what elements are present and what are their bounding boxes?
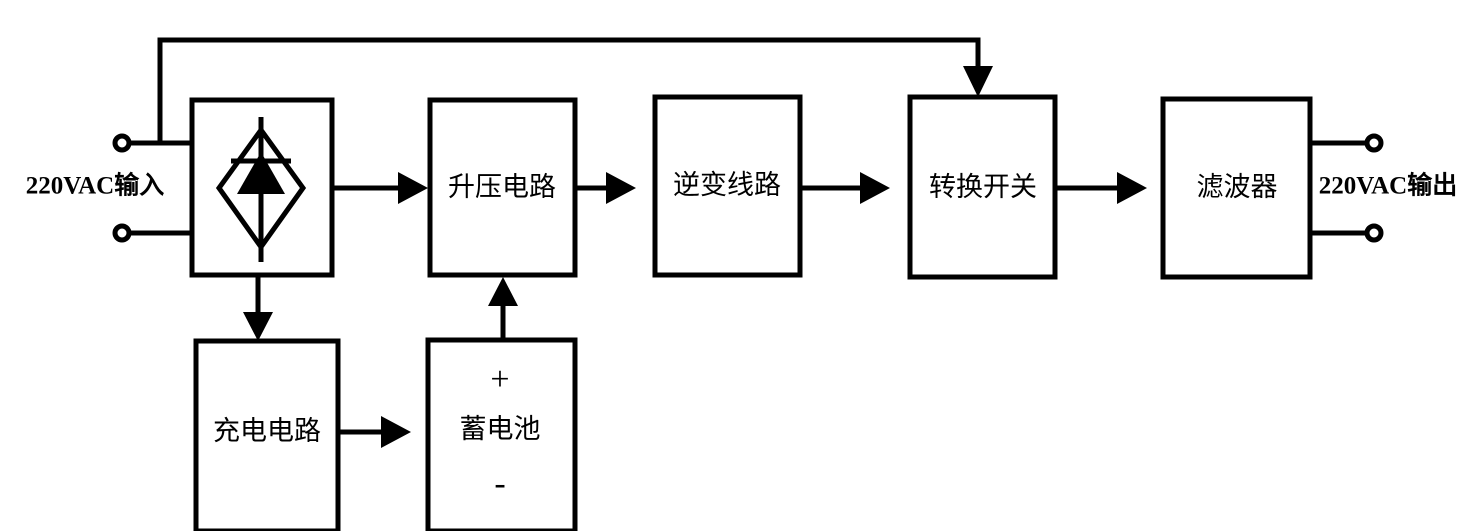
battery-minus-symbol: -: [494, 465, 505, 502]
connection-boost-to-inverter: [577, 172, 636, 204]
connection-rectifier-to-boost: [332, 172, 428, 204]
block-rectifier[interactable]: [189, 97, 335, 278]
arrowhead-battery-boost: [488, 277, 518, 306]
block-boost-circuit[interactable]: 升压电路: [427, 97, 578, 278]
arrowhead-boost-inverter: [606, 172, 636, 204]
bypass-arrowhead: [963, 66, 993, 97]
block-battery-label: 蓄电池: [460, 414, 541, 444]
input-port-group: 220VAC输入: [26, 133, 192, 243]
block-battery[interactable]: + 蓄电池 -: [425, 337, 578, 531]
arrowhead-transfer-filter: [1117, 172, 1147, 204]
arrowhead-rectifier-charger: [243, 312, 273, 341]
connection-input-to-transfer-bypass: [157, 37, 993, 143]
block-boost-box[interactable]: [427, 97, 578, 278]
output-terminal-top: [1364, 133, 1384, 153]
block-charger-label: 充电电路: [213, 416, 321, 446]
connection-battery-to-boost: [488, 277, 518, 340]
block-inverter-label: 逆变线路: [673, 170, 781, 200]
connection-rectifier-to-charger: [243, 275, 273, 341]
connection-transfer-to-filter: [1057, 172, 1147, 204]
block-boost-label: 升压电路: [448, 172, 556, 202]
battery-plus-symbol: +: [490, 361, 509, 398]
input-terminal-top: [112, 133, 132, 153]
block-charger-circuit[interactable]: 充电电路: [193, 338, 341, 531]
block-transfer-box[interactable]: [907, 94, 1058, 280]
block-inverter-box[interactable]: [652, 94, 803, 278]
connection-charger-to-battery: [340, 416, 411, 448]
block-transfer-label: 转换开关: [929, 172, 1037, 202]
input-terminal-bottom: [112, 223, 132, 243]
block-transfer-switch[interactable]: 转换开关: [907, 94, 1058, 280]
input-port-label: 220VAC输入: [26, 171, 164, 200]
block-filter[interactable]: 滤波器: [1160, 96, 1313, 280]
arrowhead-charger-battery: [381, 416, 411, 448]
output-port-group: 220VAC输出: [1310, 133, 1457, 243]
block-filter-box[interactable]: [1160, 96, 1313, 280]
output-terminal-bottom: [1364, 223, 1384, 243]
output-port-label: 220VAC输出: [1319, 171, 1457, 200]
block-charger-box[interactable]: [193, 338, 341, 531]
arrowhead-inverter-transfer: [860, 172, 890, 204]
block-battery-box[interactable]: [425, 337, 578, 531]
block-inverter[interactable]: 逆变线路: [652, 94, 803, 278]
block-filter-label: 滤波器: [1197, 172, 1278, 202]
connection-inverter-to-transfer: [802, 172, 890, 204]
bridge-rectifier-icon: [215, 117, 307, 262]
arrowhead-rectifier-boost: [398, 172, 428, 204]
